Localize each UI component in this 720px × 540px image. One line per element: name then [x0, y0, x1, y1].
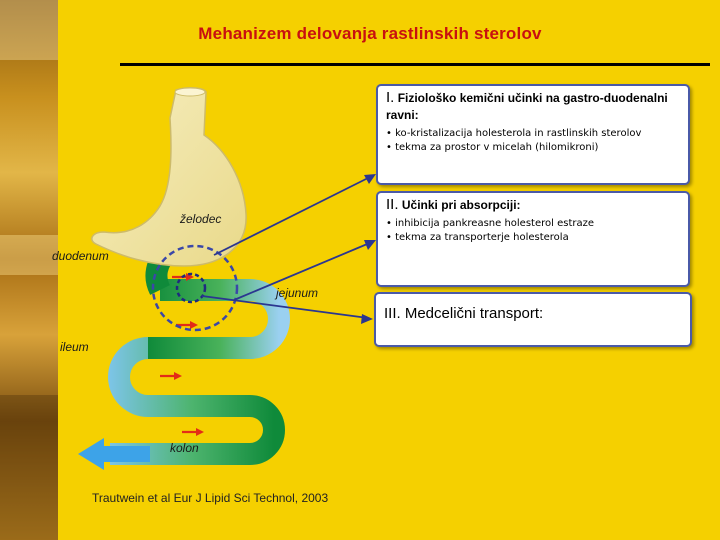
- label-ileum: ileum: [60, 340, 89, 354]
- label-colon: kolon: [170, 441, 199, 455]
- flow-arrow: [160, 372, 182, 380]
- label-jejunum: jejunum: [276, 286, 319, 300]
- decorative-side-strip: [0, 0, 58, 540]
- pointer-lines: [201, 174, 376, 324]
- box-2-bullet: • tekma za transporterje holesterola: [386, 231, 569, 243]
- box-2-heading-text: Učinki pri absorpciji:: [401, 198, 521, 212]
- flow-arrow: [182, 428, 204, 436]
- label-duodenum: duodenum: [52, 249, 109, 263]
- pointer-to-box-2-head: [364, 240, 376, 250]
- box-2-bullet: • inhibicija pankreasne holesterol estra…: [386, 218, 595, 229]
- box-2-number: II.: [386, 196, 399, 213]
- pointer-to-box-1-head: [364, 174, 376, 184]
- label-stomach: želodec: [180, 212, 222, 226]
- box-1-bullet: • ko-kristalizacija holesterola in rastl…: [386, 128, 642, 139]
- stomach-shape: [91, 87, 247, 267]
- box-1-bullet: • tekma za prostor v micelah (hilomikron…: [386, 141, 599, 153]
- ileum-segment: [108, 337, 285, 465]
- flow-arrows: [160, 273, 204, 436]
- small-dashed-circle: [175, 272, 207, 304]
- pointer-to-box-3: [201, 295, 369, 319]
- flow-arrow: [176, 321, 198, 329]
- flow-arrow: [172, 273, 194, 281]
- box-intercellular-transport: III. Medcelični transport:: [374, 292, 692, 347]
- box-2-heading: II. Učinki pri absorpciji:: [386, 196, 680, 214]
- jejunum-segment: [148, 279, 290, 359]
- slide-title: Mehanizem delovanja rastlinskih sterolov: [198, 24, 542, 43]
- title-underline: [120, 63, 710, 66]
- pointer-to-box-3-head: [361, 314, 373, 324]
- colon-exit-arrow: [78, 438, 150, 470]
- pointer-to-box-1: [213, 175, 373, 256]
- pointer-to-box-2: [233, 241, 373, 301]
- box-gastroduodenal-effects: I. Fiziološko kemični učinki na gastro-d…: [376, 84, 690, 185]
- intestine: [108, 242, 290, 465]
- box-3-heading: III. Medcelični transport:: [384, 305, 544, 322]
- esophagus-top: [174, 87, 206, 97]
- box-1-heading: I. Fiziološko kemični učinki na gastro-d…: [386, 89, 680, 124]
- box-1-heading-text: Fiziološko kemični učinki na gastro-duod…: [386, 91, 668, 122]
- box-1-number: I.: [386, 89, 395, 106]
- large-dashed-circle: [151, 244, 239, 332]
- box-absorption-effects: II. Učinki pri absorpciji: • inhibicija …: [376, 191, 690, 287]
- citation: Trautwein et al Eur J Lipid Sci Technol,…: [92, 491, 329, 505]
